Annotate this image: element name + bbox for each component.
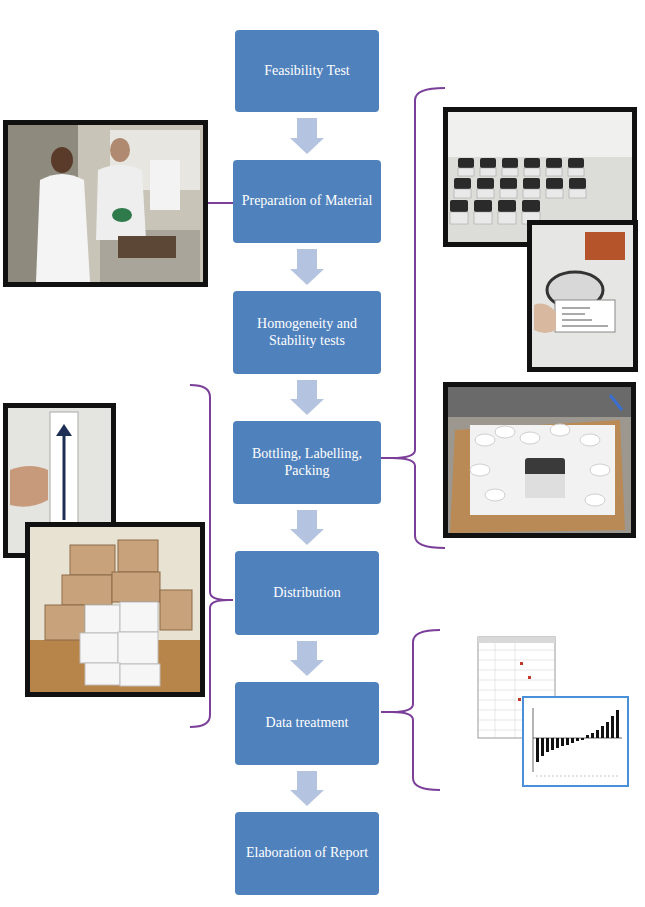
box-label: Feasibility Test xyxy=(264,63,349,80)
text-group: Data treatment xyxy=(266,715,349,732)
flow-arrow xyxy=(290,771,324,806)
flow-arrow xyxy=(290,641,324,676)
flow-arrow xyxy=(290,249,324,285)
text-group: Feasibility Test xyxy=(264,63,349,80)
text-group: Homogeneity and Stability tests xyxy=(241,316,373,350)
boxes-photo xyxy=(25,522,205,697)
flow-arrow xyxy=(290,510,324,545)
text-group: Elaboration of Report xyxy=(246,845,368,862)
bracket xyxy=(228,599,233,601)
text-group: Bottling, Labelling, Packing xyxy=(241,446,373,480)
process-box: Elaboration of Report xyxy=(235,812,379,895)
process-box: Distribution xyxy=(235,551,379,635)
process-box: Data treatment xyxy=(235,682,379,765)
box-label: Elaboration of Report xyxy=(246,845,368,862)
bracket xyxy=(381,711,392,713)
flow-arrow xyxy=(290,380,324,415)
box-label: Preparation of Material xyxy=(242,193,373,210)
bracket xyxy=(392,88,445,548)
flow-arrow xyxy=(290,118,324,154)
bar-chart-thumbnail xyxy=(523,697,628,786)
process-box: Bottling, Labelling, Packing xyxy=(233,421,381,504)
box-label: Homogeneity and Stability tests xyxy=(241,316,373,350)
label-photo xyxy=(527,220,638,372)
box-label: Data treatment xyxy=(266,715,349,732)
box-label: Bottling, Labelling, Packing xyxy=(241,446,373,480)
bracket xyxy=(392,630,440,790)
process-box: Preparation of Material xyxy=(233,160,381,243)
text-group: Preparation of Material xyxy=(242,193,373,210)
process-box: Homogeneity and Stability tests xyxy=(233,291,381,374)
process-box: Feasibility Test xyxy=(235,30,379,112)
leader-line xyxy=(208,202,235,204)
bracket xyxy=(381,457,392,459)
lab-photo xyxy=(3,120,208,287)
packing-photo xyxy=(443,382,636,538)
box-label: Distribution xyxy=(273,585,341,602)
text-group: Distribution xyxy=(273,585,341,602)
